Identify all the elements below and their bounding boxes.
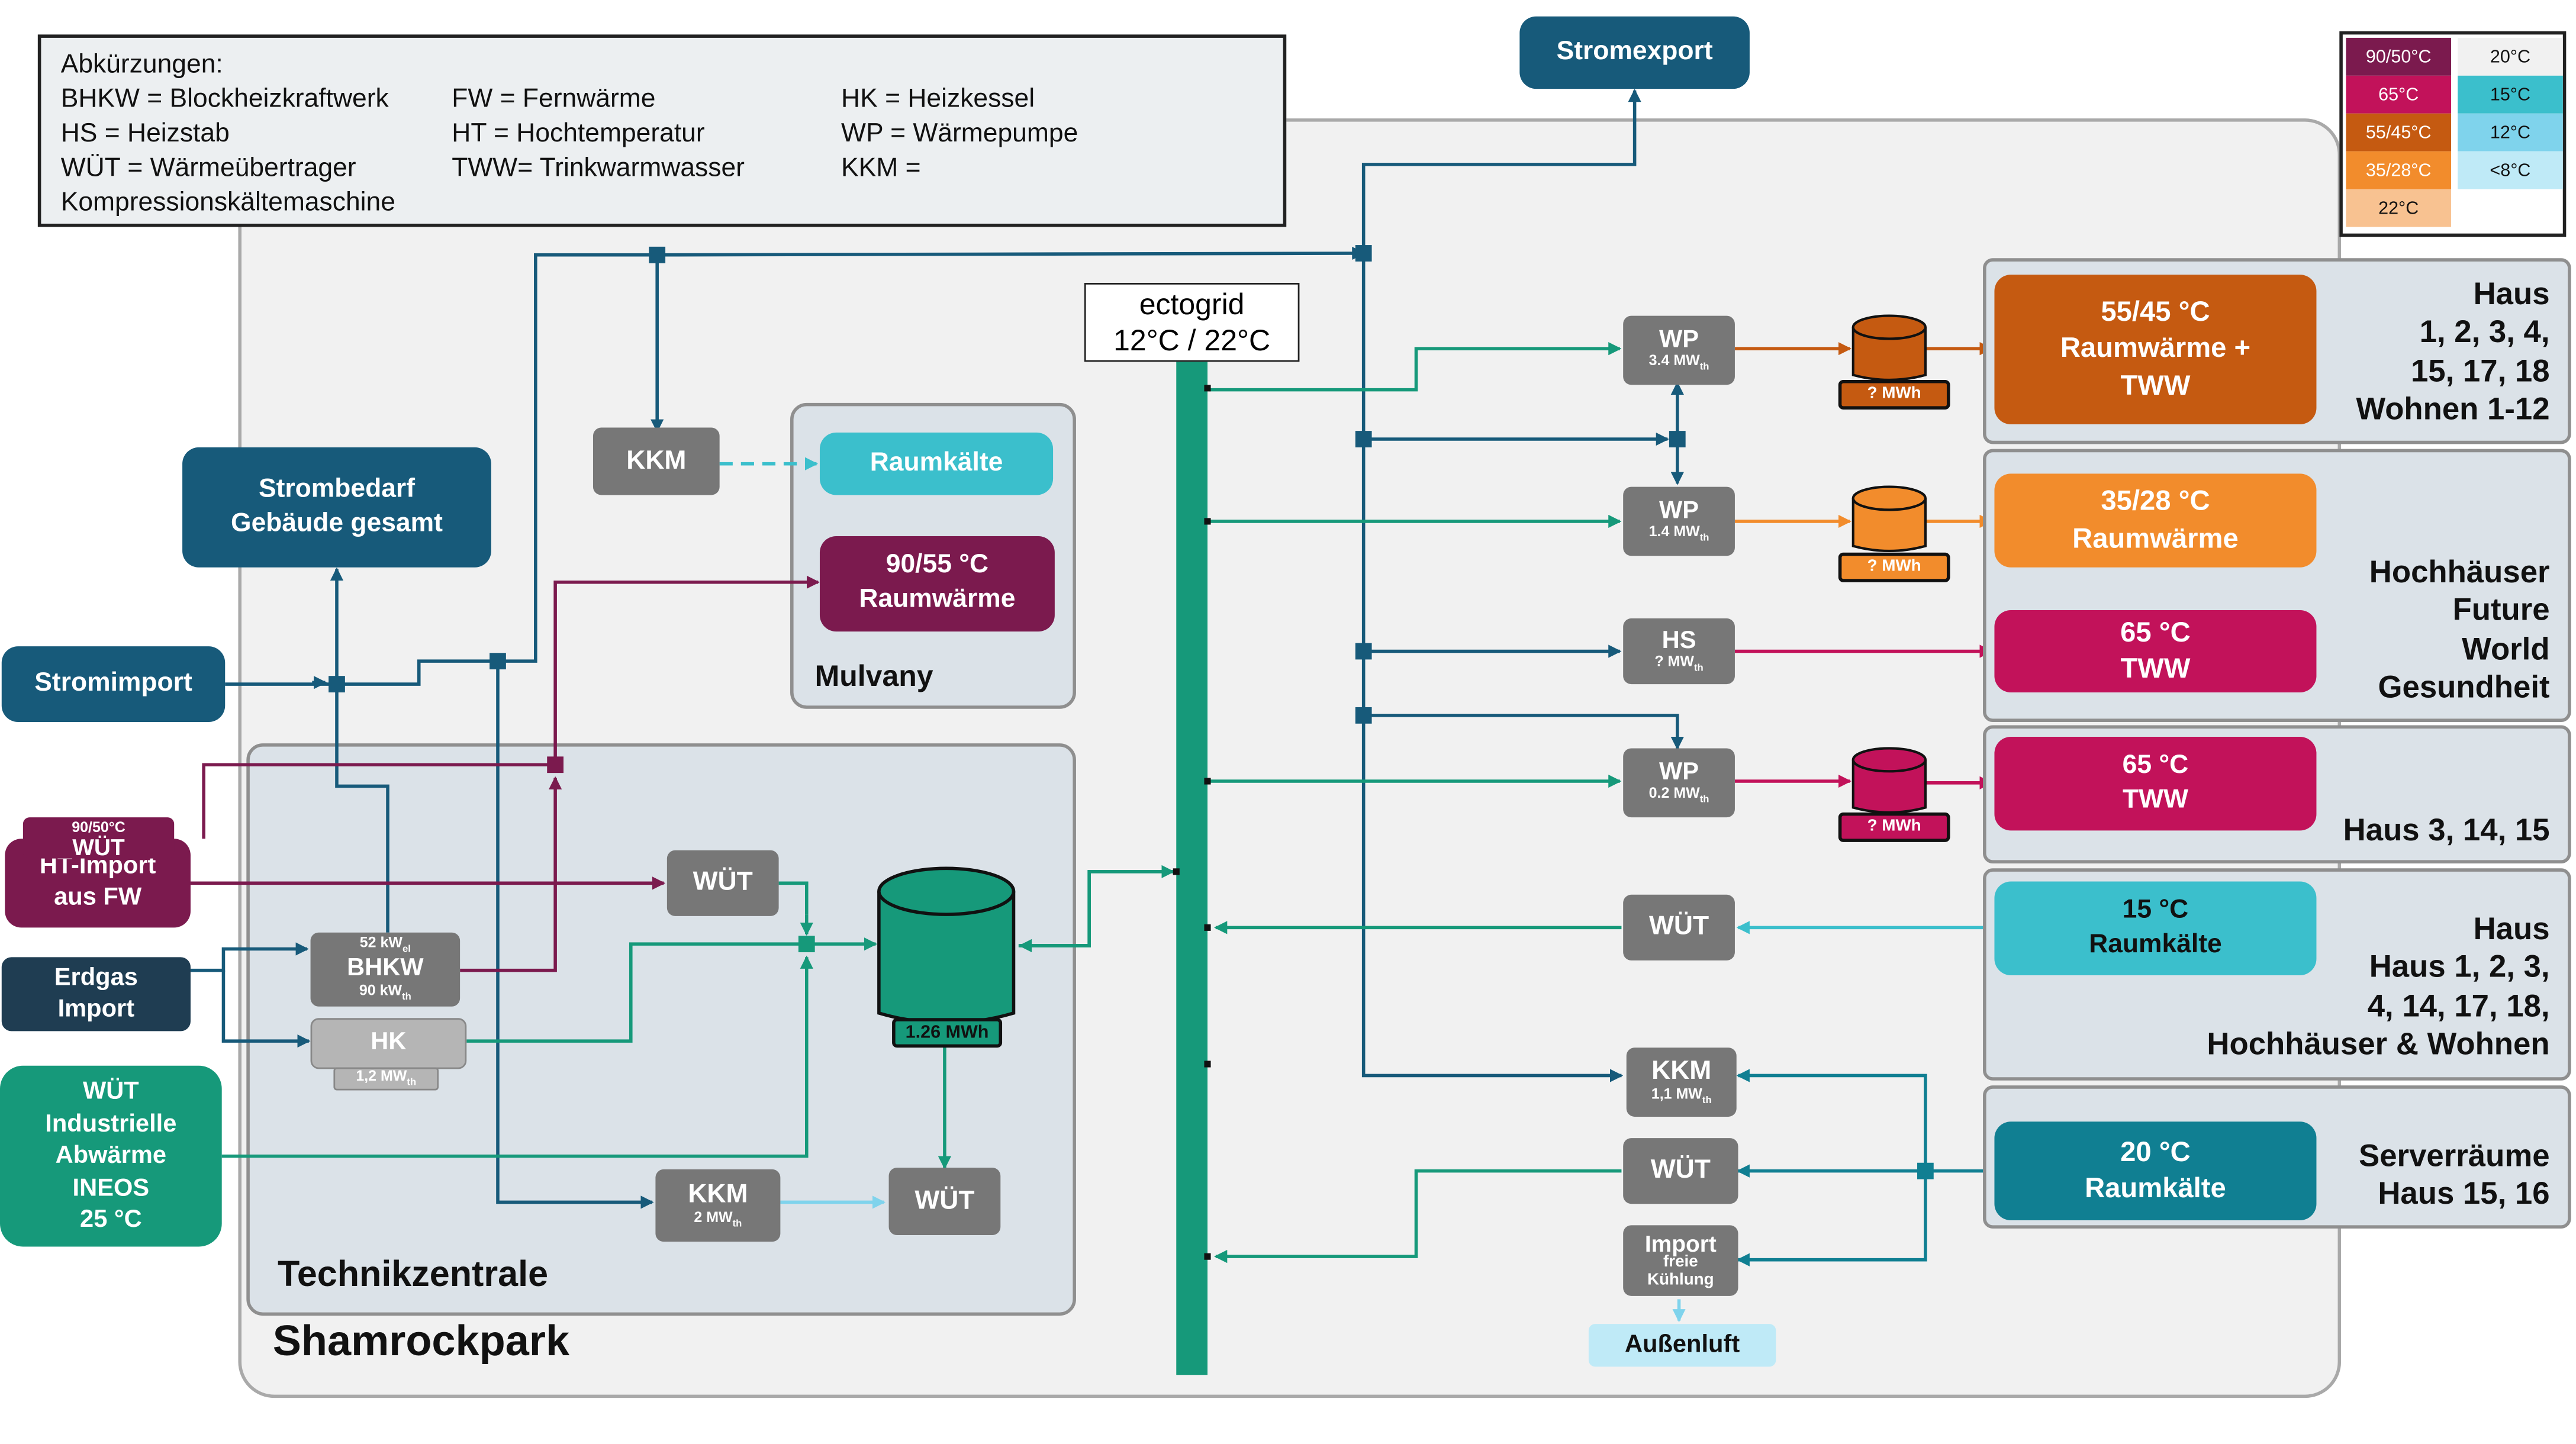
legend-item: FW = Fernwärme <box>452 85 656 114</box>
tank-1-capacity: ? MWh <box>1838 379 1950 410</box>
building-label-3: Haus 3, 14, 15 <box>2343 814 2550 849</box>
ectogrid-bar <box>1176 362 1208 1375</box>
aussenluft-box: Außenluft <box>1588 1324 1776 1367</box>
temperature-swatch: 65°C <box>2346 75 2452 114</box>
temperature-swatch: 90/50°C <box>2346 37 2452 76</box>
temperature-swatch: 22°C <box>2346 189 2452 227</box>
legend-item: WÜT = Wärmeübertrager <box>60 154 356 183</box>
kkm-tz-unit: KKM 2 MWth <box>655 1169 781 1242</box>
wuet-r1-unit: WÜT <box>1623 894 1735 960</box>
hs-unit: HS ? MWth <box>1623 618 1735 685</box>
stromimport-box: Stromimport <box>1 646 226 722</box>
tank-2-icon <box>1852 485 1927 553</box>
legend-item: KKM = <box>841 154 921 183</box>
abbreviation-legend: Abkürzungen: BHKW = Blockheizkraftwerk H… <box>37 34 1287 227</box>
legend-item: HS = Heizstab <box>60 120 230 149</box>
kkm-r-unit: KKM 1,1 MWth <box>1626 1047 1737 1117</box>
wp2-unit: WP 1.4 MWth <box>1623 486 1735 556</box>
temperature-swatch: 20°C <box>2458 37 2563 76</box>
legend-item: HT = Hochtemperatur <box>452 120 705 149</box>
mulvany-label: Mulvany <box>814 659 933 692</box>
hk-unit: HK <box>310 1018 467 1069</box>
bhkw-unit: 52 kWel BHKW 90 kWth <box>310 932 461 1007</box>
wuet-tz2-unit: WÜT <box>888 1168 1001 1236</box>
wuet-tz-unit: WÜT <box>666 850 779 916</box>
tank-3-icon <box>1852 747 1927 814</box>
tank-1-icon <box>1852 314 1927 382</box>
ht-import-header: 90/50°C WÜT <box>22 817 175 859</box>
technikzentrale-label: Technikzentrale <box>278 1253 549 1295</box>
legend-item: WP = Wärmepumpe <box>841 120 1078 149</box>
storage-capacity: 1.26 MWh <box>892 1018 1003 1048</box>
legend-item: Kompressionskältemaschine <box>60 189 395 217</box>
wuet-r2-unit: WÜT <box>1623 1138 1738 1204</box>
stromexport-box: Stromexport <box>1519 16 1750 89</box>
legend-heading: Abkürzungen: <box>60 51 223 79</box>
wp1-unit: WP 3.4 MWth <box>1623 315 1735 385</box>
storage-tank-icon <box>877 866 1016 1025</box>
legend-item: TWW= Trinkwarmwasser <box>452 154 745 183</box>
kkm-mulvany-unit: KKM <box>593 427 720 495</box>
shamrockpark-label: Shamrockpark <box>272 1316 570 1365</box>
wp3-unit: WP 0.2 MWth <box>1623 748 1735 818</box>
temperature-swatch: <8°C <box>2458 151 2563 189</box>
temperature-swatch: 15°C <box>2458 75 2563 114</box>
raumkaelte-mulvany: Raumkälte <box>819 432 1054 495</box>
temperature-swatch: 55/45°C <box>2346 113 2452 152</box>
temperature-swatch: 12°C <box>2458 113 2563 152</box>
import-freie-kuehlung-unit: Import freie Kühlung <box>1623 1225 1738 1296</box>
hk-capacity: 1,2 MWth <box>333 1067 439 1091</box>
legend-item: BHKW = Blockheizkraftwerk <box>60 85 389 114</box>
tank-2-capacity: ? MWh <box>1838 552 1950 582</box>
legend-item: HK = Heizkessel <box>841 85 1035 114</box>
temperature-swatch: 35/28°C <box>2346 151 2452 189</box>
tank-3-capacity: ? MWh <box>1838 812 1950 842</box>
